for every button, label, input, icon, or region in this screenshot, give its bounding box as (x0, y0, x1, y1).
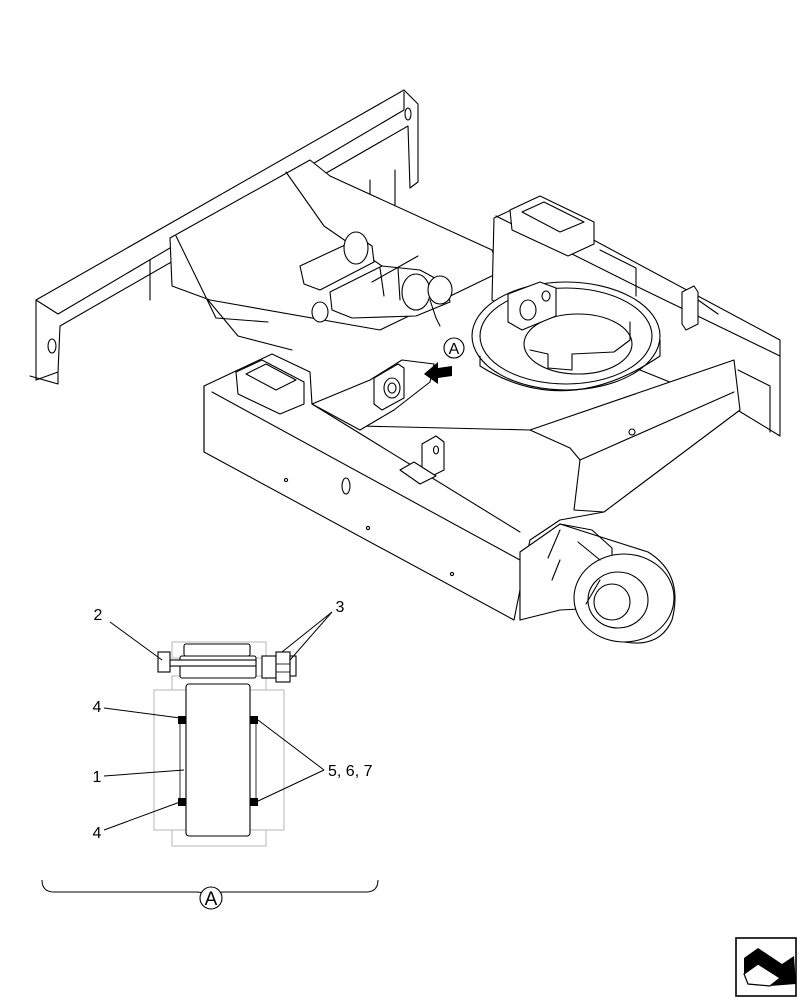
part-label-4-bottom: 4 (93, 825, 102, 842)
callout-view-a: A (449, 341, 460, 358)
machine-frame-illustration: A (29, 89, 781, 644)
part-label-2: 2 (94, 607, 103, 624)
part-label-3: 3 (336, 599, 345, 616)
part-label-5-6-7: 5, 6, 7 (328, 763, 373, 780)
page-turn-arrow-icon[interactable] (735, 937, 797, 997)
detail-view-a: 2 3 4 1 5, 6, 7 4 A (41, 599, 379, 910)
detail-view-label: A (205, 889, 218, 910)
part-label-4-top: 4 (93, 699, 102, 716)
part-label-1: 1 (93, 769, 102, 786)
